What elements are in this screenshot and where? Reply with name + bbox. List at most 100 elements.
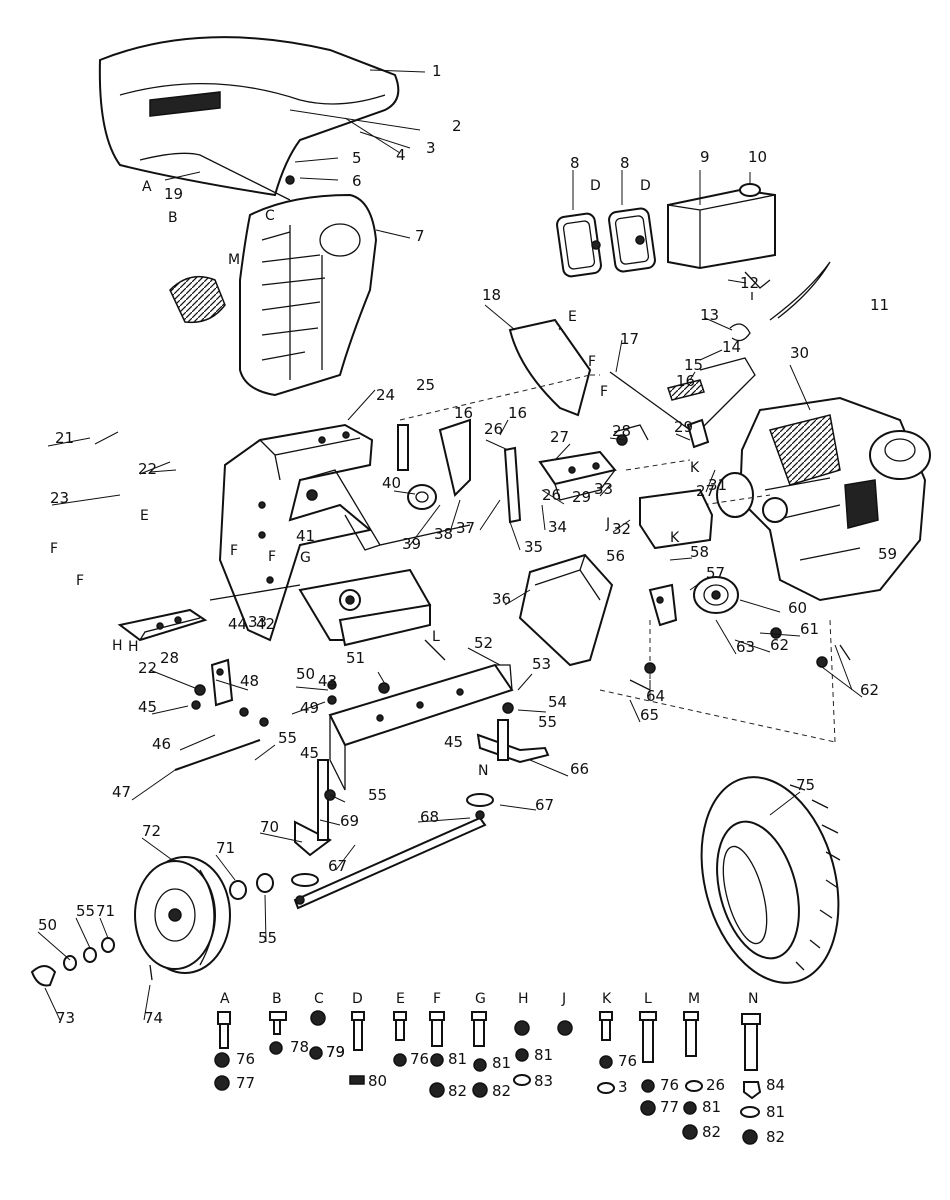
callout-50: 50 bbox=[38, 916, 57, 934]
drive-bracket bbox=[648, 583, 678, 627]
reference-letter-J: J bbox=[605, 516, 610, 532]
hardware-part-78: 78 bbox=[290, 1038, 309, 1056]
reference-letter-F: F bbox=[76, 573, 84, 589]
callout-33: 33 bbox=[248, 613, 267, 631]
callout-29: 29 bbox=[674, 418, 693, 436]
front-axle-support bbox=[298, 568, 432, 647]
leader-line bbox=[141, 837, 176, 863]
callout-55: 55 bbox=[538, 713, 557, 731]
callout-3: 3 bbox=[426, 139, 436, 157]
leader-line bbox=[329, 794, 346, 803]
reference-letter-K: K bbox=[670, 530, 680, 546]
hub-cap bbox=[30, 965, 57, 987]
leader-line bbox=[393, 490, 416, 495]
mounting-bracket bbox=[538, 450, 617, 501]
callout-62: 62 bbox=[860, 681, 879, 699]
callout-59: 59 bbox=[878, 545, 897, 563]
hardware-part-81: 81 bbox=[702, 1098, 721, 1116]
hardware-part-82: 82 bbox=[448, 1082, 467, 1100]
leader-line bbox=[409, 504, 441, 546]
callout-57: 57 bbox=[706, 564, 725, 582]
reference-letter-A: A bbox=[142, 179, 152, 195]
leader-line bbox=[417, 817, 471, 823]
engine bbox=[716, 364, 931, 602]
callout-27: 27 bbox=[696, 482, 715, 500]
leader-line bbox=[479, 499, 501, 531]
callout-50: 50 bbox=[296, 665, 315, 683]
leader-line bbox=[529, 759, 569, 777]
leader-line bbox=[541, 489, 565, 505]
leader-line bbox=[131, 769, 176, 801]
bearing-55-wheel bbox=[256, 873, 274, 893]
callout-55: 55 bbox=[368, 786, 387, 804]
leader-line bbox=[449, 499, 461, 533]
callout-24: 24 bbox=[376, 386, 395, 404]
reference-letter-F: F bbox=[230, 543, 238, 559]
callout-72: 72 bbox=[142, 822, 161, 840]
reference-letter-D: D bbox=[590, 178, 601, 194]
hardware-legend bbox=[214, 1010, 762, 1145]
hardware-letter-D: D bbox=[352, 991, 363, 1007]
grille bbox=[239, 193, 411, 397]
leader-line bbox=[215, 854, 236, 881]
callout-30: 30 bbox=[790, 344, 809, 362]
leader-line bbox=[215, 679, 249, 691]
spindle-right bbox=[476, 719, 550, 764]
leader-line bbox=[517, 709, 547, 713]
washer-67-left bbox=[291, 873, 319, 887]
callout-38: 38 bbox=[434, 525, 453, 543]
callout-55: 55 bbox=[76, 902, 95, 920]
callout-14: 14 bbox=[722, 338, 741, 356]
callout-45: 45 bbox=[300, 744, 319, 762]
callout-49: 49 bbox=[300, 699, 319, 717]
leader-line bbox=[499, 804, 537, 811]
callout-45: 45 bbox=[138, 698, 157, 716]
callout-28: 28 bbox=[160, 649, 179, 667]
main-frame bbox=[218, 389, 381, 642]
hardware-letter-M: M bbox=[688, 991, 700, 1007]
callout-66: 66 bbox=[570, 760, 589, 778]
leader-line bbox=[151, 705, 189, 715]
leader-line bbox=[705, 469, 716, 493]
callout-33: 33 bbox=[594, 480, 613, 498]
callout-26: 26 bbox=[484, 420, 503, 438]
callout-8: 8 bbox=[620, 154, 630, 172]
leader-line bbox=[609, 437, 626, 441]
callout-8: 8 bbox=[570, 154, 580, 172]
hardware-part-83: 83 bbox=[534, 1072, 553, 1090]
callout-51: 51 bbox=[346, 649, 365, 667]
reference-letter-E: E bbox=[568, 309, 577, 325]
brake-rod bbox=[503, 446, 522, 524]
callout-62: 62 bbox=[770, 636, 789, 654]
leader-line bbox=[554, 443, 571, 461]
hardware-letter-F: F bbox=[433, 991, 441, 1007]
pin-33 bbox=[209, 584, 301, 601]
washer-28 bbox=[613, 424, 649, 441]
callout-75: 75 bbox=[796, 776, 815, 794]
leader-line bbox=[629, 699, 641, 723]
reference-letter-D: D bbox=[640, 178, 651, 194]
callout-37: 37 bbox=[456, 519, 475, 537]
reference-letter-F: F bbox=[50, 541, 58, 557]
callout-22: 22 bbox=[138, 659, 157, 677]
callout-11: 11 bbox=[870, 296, 889, 314]
callout-42: 42 bbox=[256, 615, 275, 633]
callout-40: 40 bbox=[382, 474, 401, 492]
belt-guide bbox=[397, 418, 471, 497]
headlight-left bbox=[556, 170, 602, 278]
callout-19: 19 bbox=[164, 185, 183, 203]
washer-67-right bbox=[466, 793, 494, 807]
callout-29: 29 bbox=[572, 488, 591, 506]
engine-pulley bbox=[693, 576, 739, 614]
reference-letter-E: E bbox=[140, 508, 149, 524]
fuel-tank bbox=[667, 170, 776, 270]
callout-69: 69 bbox=[340, 812, 359, 830]
reference-letter-F: F bbox=[600, 384, 608, 400]
hardware-part-81: 81 bbox=[766, 1103, 785, 1121]
callout-21: 21 bbox=[55, 429, 74, 447]
callout-64: 64 bbox=[646, 687, 665, 705]
leader-line bbox=[834, 644, 853, 691]
hardware-part-82: 82 bbox=[702, 1123, 721, 1141]
